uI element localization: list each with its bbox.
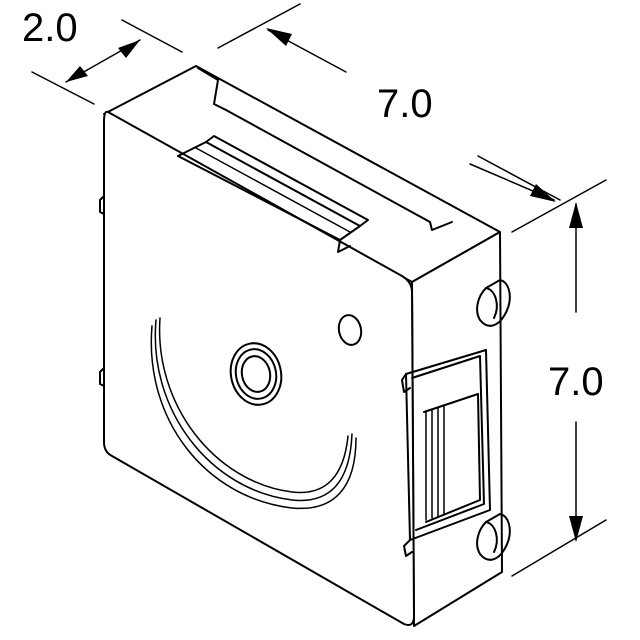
extension-line [511,519,607,577]
extension-line [31,71,95,105]
top-notch [197,67,227,111]
arrowhead [266,28,292,46]
arrowhead [530,184,556,202]
side-window [401,349,491,557]
arrowhead [569,516,583,542]
extension-line [121,19,183,53]
thickness-label: 2.0 [22,6,78,50]
edge-notch [99,367,105,387]
height-label: 7.0 [548,360,604,404]
extension-line [217,3,301,49]
top-edge-detail [225,109,453,231]
arrowhead [66,66,88,82]
component-body [99,65,511,627]
extension-line [477,155,561,201]
terminal-bottom [476,513,511,561]
width-dimension [217,3,561,202]
height-dimension [511,179,607,577]
arrowhead [569,202,583,228]
terminal-top [476,279,511,327]
thickness-dimension [31,19,183,105]
top-slot [177,135,369,253]
extension-line [511,179,607,233]
sound-hole [229,342,283,406]
arc-marking [150,317,357,510]
polarity-hole [337,314,363,346]
edge-notch [99,195,105,215]
arrowhead [118,40,140,58]
width-label: 7.0 [377,82,433,126]
